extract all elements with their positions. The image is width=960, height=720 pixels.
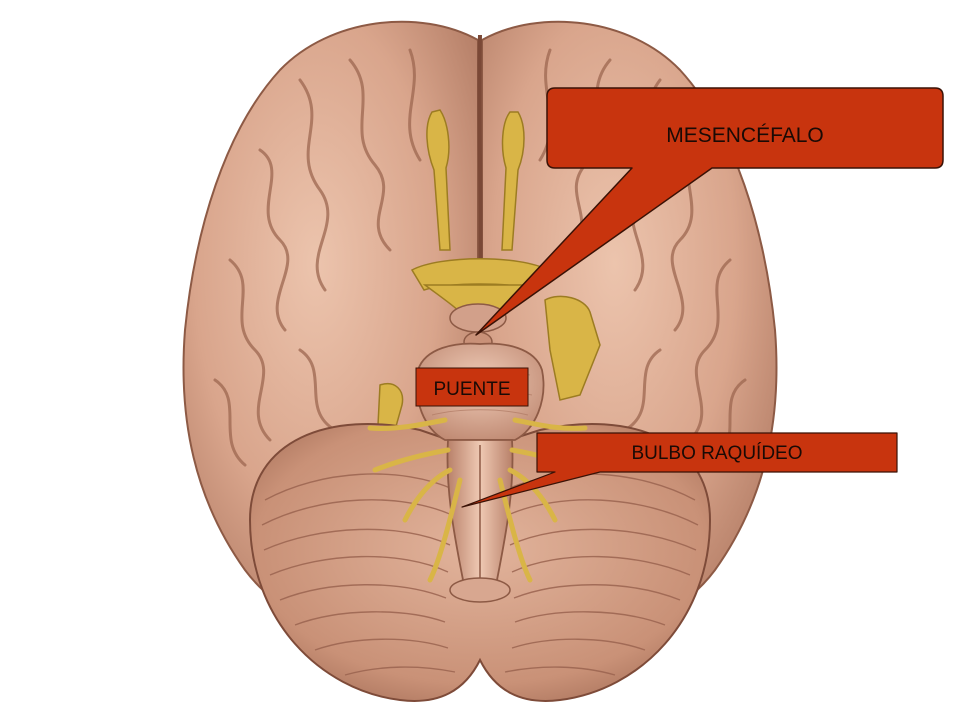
- spinal-cord-section: [449, 577, 511, 603]
- callout-bulbo: BULBO RAQUÍDEO: [461, 432, 898, 508]
- label-puente: PUENTE: [433, 379, 510, 400]
- callout-mesencefalo: MESENCÉFALO: [475, 87, 944, 336]
- label-bulbo: BULBO RAQUÍDEO: [631, 443, 802, 464]
- cranial-nerves-anterior: [377, 109, 601, 431]
- label-mesencefalo: MESENCÉFALO: [666, 124, 824, 147]
- callout-puente: PUENTE: [415, 367, 529, 407]
